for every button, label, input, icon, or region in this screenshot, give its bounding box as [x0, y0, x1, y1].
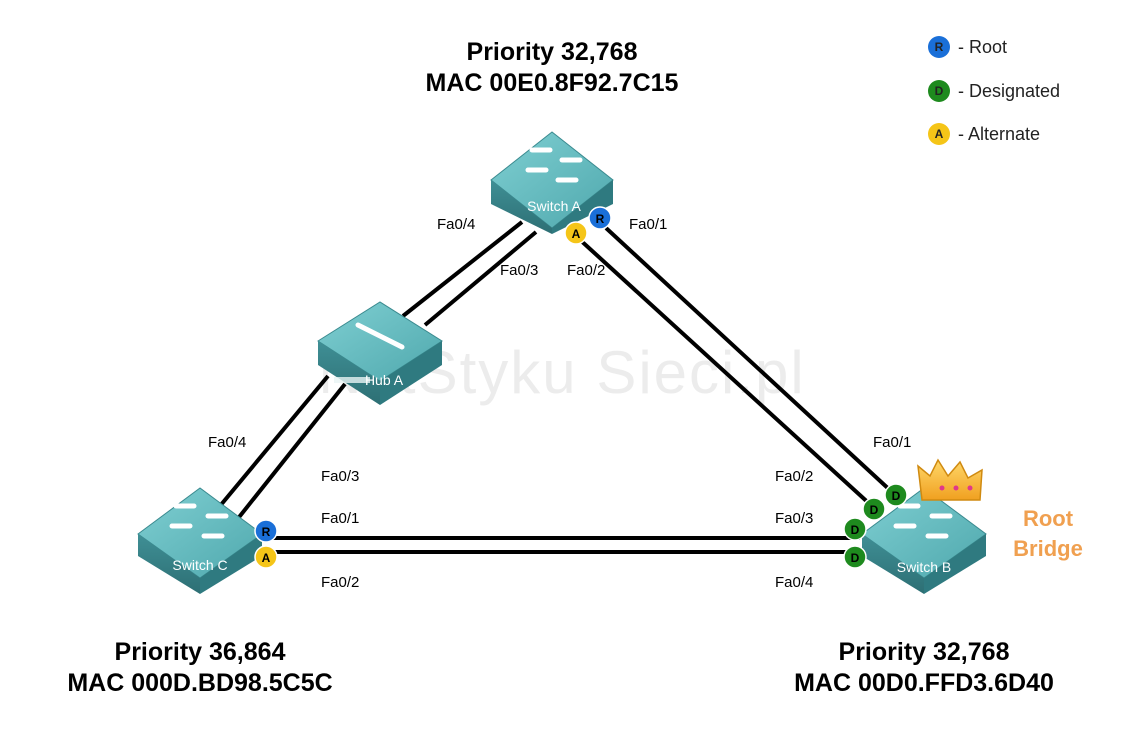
alternate-badge-icon: A [928, 123, 950, 145]
link-a-fa04-hub [401, 220, 524, 318]
badge-c-root: R [254, 519, 278, 543]
switch-b-label: Switch B [897, 559, 951, 575]
badge-b-designated-fa01: D [884, 483, 908, 507]
switch-arrows-icon [893, 503, 953, 539]
port-label-a-fa03: Fa0/3 [500, 262, 539, 279]
port-label-a-fa01: Fa0/1 [629, 216, 668, 233]
switch-a-mac: MAC 00E0.8F92.7C15 [425, 69, 679, 97]
switch-b-info: Priority 32,768 MAC 00D0.FFD3.6D40 [754, 637, 1094, 699]
switch-b[interactable]: Switch B [861, 487, 987, 594]
switch-c-label: Switch C [172, 557, 227, 573]
port-label-c-fa03: Fa0/3 [321, 468, 360, 485]
switch-c-mac: MAC 000D.BD98.5C5C [67, 669, 333, 697]
badge-a-root: R [588, 206, 612, 230]
switch-a-info: Priority 32,768 MAC 00E0.8F92.7C15 [402, 37, 702, 99]
badge-b-designated-fa02: D [862, 497, 886, 521]
legend-item-root: R - Root [928, 35, 1007, 59]
port-label-c-fa01: Fa0/1 [321, 510, 360, 527]
link-a-fa01-b-fa01 [604, 226, 894, 494]
link-a-fa02-b-fa02 [576, 236, 875, 509]
port-label-a-fa04: Fa0/4 [437, 216, 476, 233]
badge-b-designated-fa03: D [843, 517, 867, 541]
legend-item-alternate: A - Alternate [928, 122, 1040, 146]
port-label-c-fa02: Fa0/2 [321, 574, 360, 591]
switch-c-info: Priority 36,864 MAC 000D.BD98.5C5C [30, 637, 370, 699]
link-hub-c-fa04 [208, 374, 330, 520]
svg-text:R: R [262, 525, 271, 539]
svg-text:D: D [851, 523, 860, 537]
crown-icon [917, 458, 983, 501]
link-a-fa03-hub [423, 230, 538, 327]
port-label-c-fa04: Fa0/4 [208, 434, 247, 451]
switch-arrows-icon [525, 147, 583, 183]
port-label-b-fa02: Fa0/2 [775, 468, 814, 485]
badge-a-alternate: A [564, 221, 588, 245]
designated-badge-icon: D [928, 80, 950, 102]
svg-text:A: A [572, 227, 581, 241]
hub-arrow-icon [355, 322, 405, 350]
root-badge-icon: R [928, 36, 950, 58]
legend-designated-text: - Designated [958, 80, 1061, 101]
port-label-a-fa02: Fa0/2 [567, 262, 606, 279]
hub-a[interactable]: Hub A [317, 301, 443, 405]
switch-b-priority: Priority 32,768 [838, 638, 1010, 666]
svg-text:A: A [262, 551, 271, 565]
legend-root-text: - Root [958, 36, 1008, 57]
switch-a-label: Switch A [527, 198, 581, 214]
badge-b-designated-fa04: D [843, 545, 867, 569]
root-bridge-label: Root Bridge [1013, 506, 1083, 561]
hub-ports-icon [334, 377, 370, 383]
legend-alternate-text: - Alternate [958, 123, 1041, 144]
switch-c[interactable]: Switch C [137, 487, 263, 594]
link-hub-c-fa03 [230, 382, 347, 528]
port-label-b-fa03: Fa0/3 [775, 510, 814, 527]
badge-c-alternate: A [254, 545, 278, 569]
switch-c-priority: Priority 36,864 [114, 638, 286, 666]
switch-arrows-icon [169, 503, 229, 539]
svg-text:D: D [870, 503, 879, 517]
svg-text:D: D [851, 551, 860, 565]
port-label-b-fa01: Fa0/1 [873, 434, 912, 451]
switch-a[interactable]: Switch A [490, 131, 614, 234]
port-label-b-fa04: Fa0/4 [775, 574, 814, 591]
links [208, 220, 894, 554]
legend-item-designated: D - Designated [928, 79, 1060, 103]
switch-b-mac: MAC 00D0.FFD3.6D40 [794, 669, 1054, 697]
svg-text:R: R [596, 212, 605, 226]
hub-a-label: Hub A [365, 372, 404, 388]
switch-a-priority: Priority 32,768 [466, 38, 638, 66]
svg-text:D: D [892, 489, 901, 503]
